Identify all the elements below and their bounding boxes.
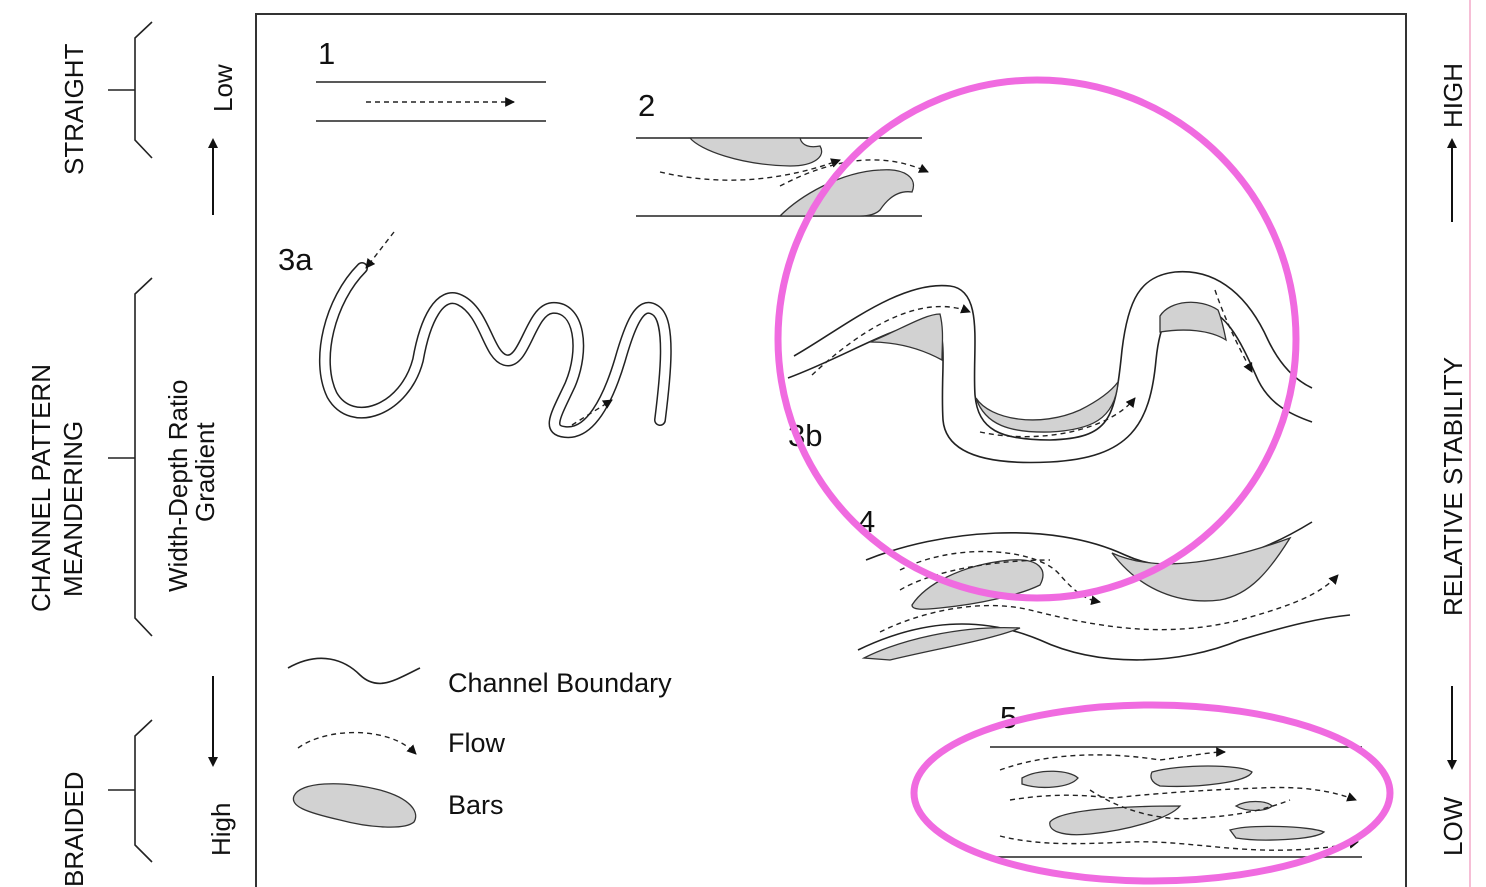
- pattern-5-bar-1: [1022, 771, 1078, 787]
- legend-bars-label: Bars: [448, 790, 504, 820]
- meandering-bracket: [108, 278, 152, 636]
- pattern-4-bar-lower: [864, 628, 1020, 660]
- stability-low-label: LOW: [1438, 796, 1468, 856]
- legend-channel-boundary-label: Channel Boundary: [448, 668, 672, 698]
- pattern-2-label: 2: [638, 88, 655, 123]
- pattern-3b-bank-outer: [794, 272, 1312, 440]
- legend-channel-boundary-icon: [288, 658, 420, 683]
- pattern-5-bar-5: [1230, 826, 1324, 840]
- legend-flow-icon: [298, 733, 416, 754]
- pattern-2-bar-upper: [690, 138, 822, 166]
- diagram-frame: [256, 14, 1406, 887]
- legend-flow-label: Flow: [448, 728, 506, 758]
- channel-pattern-label: CHANNEL PATTERN: [26, 364, 56, 612]
- braided-label: BRAIDED: [59, 771, 89, 887]
- pattern-3a-channel-inner: [325, 268, 666, 432]
- pattern-3b-bank-inner: [788, 306, 1312, 463]
- pattern-4-bar-mid: [912, 560, 1043, 609]
- stability-high-label: HIGH: [1438, 63, 1468, 128]
- legend-bars-icon: [293, 784, 415, 827]
- pattern-5-bar-4: [1236, 802, 1272, 811]
- gradient-label: Gradient: [190, 422, 220, 522]
- highlight-ellipse-braided: [914, 705, 1390, 881]
- pattern-5-bar-3: [1050, 806, 1180, 835]
- pattern-4-bar-upper-right: [1112, 538, 1290, 601]
- width-depth-ratio-label: Width-Depth Ratio: [163, 380, 193, 592]
- pattern-1-label: 1: [318, 36, 335, 71]
- pattern-5-flow-2: [1010, 788, 1356, 801]
- pattern-5-bar-2: [1151, 766, 1252, 786]
- straight-label: STRAIGHT: [59, 43, 89, 175]
- low-label: Low: [208, 64, 238, 112]
- relative-stability-label: RELATIVE STABILITY: [1438, 357, 1468, 616]
- braided-bracket: [108, 720, 152, 862]
- pattern-3a-label: 3a: [278, 242, 313, 277]
- pattern-3b-bar-1: [870, 314, 943, 360]
- pattern-3a-flow-in: [366, 232, 394, 268]
- pattern-2-flow-1: [660, 160, 840, 180]
- straight-bracket: [108, 22, 152, 158]
- high-label: High: [206, 803, 236, 856]
- meandering-label: MEANDERING: [58, 421, 88, 597]
- pattern-3b-bar-3: [1160, 302, 1226, 340]
